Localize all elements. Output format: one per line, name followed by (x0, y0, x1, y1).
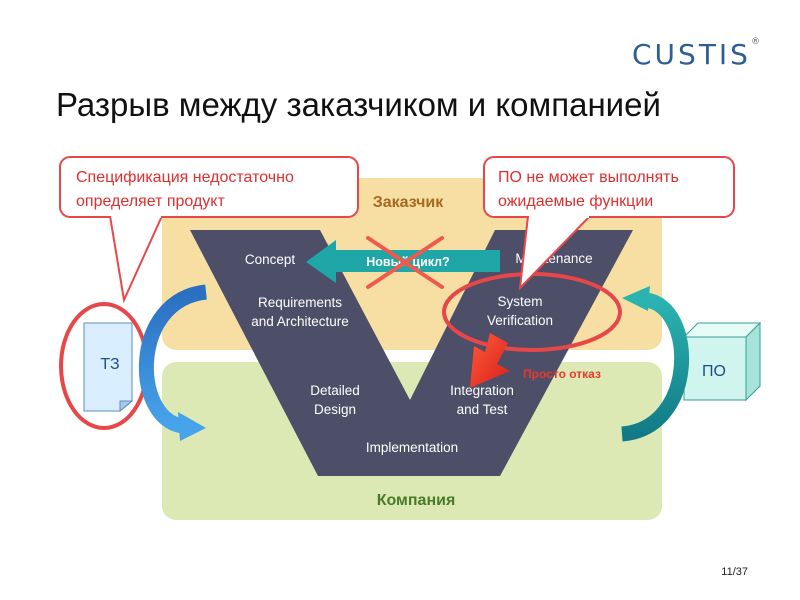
v-model-shape (190, 230, 633, 476)
handoff-arrow-left (138, 284, 208, 441)
software-cube-label: ПО (702, 363, 726, 380)
refusal-label: Просто отказ (523, 367, 601, 381)
registered-mark: ® (750, 36, 760, 47)
refusal-arrow (470, 333, 510, 388)
right-callout-box (483, 156, 735, 218)
detailed-design-label-1: Detailed (310, 383, 360, 398)
detailed-design-label-2: Design (314, 402, 356, 417)
integration-label-1: Integration (450, 383, 514, 398)
implementation-label: Implementation (366, 440, 458, 455)
left-callout-line-1: Спецификация недостаточно (76, 169, 294, 186)
requirements-label-1: Requirements (258, 295, 342, 310)
cross-out-mark (366, 236, 444, 289)
software-cube-icon (682, 321, 762, 402)
logo-text: CUSTIS (632, 38, 751, 71)
left-callout-line-2: определяет продукт (76, 193, 225, 210)
page-number: 11/37 (721, 566, 748, 578)
system-verification-label-1: System (497, 294, 542, 309)
handoff-arrow-right (620, 286, 690, 442)
right-callout-line-1: ПО не может выполнять (498, 169, 679, 186)
right-callout-line-2: ожидаемые функции (498, 193, 653, 210)
slide-title: Разрыв между заказчиком и компанией (56, 86, 661, 123)
requirements-label-2: and Architecture (251, 314, 349, 329)
company-zone-label: Компания (377, 492, 456, 509)
integration-label-2: and Test (457, 402, 508, 417)
spec-document-label: ТЗ (100, 356, 119, 373)
customer-zone-label: Заказчик (373, 194, 444, 211)
left-callout-seam (111, 212, 161, 218)
system-verification-label-2: Verification (487, 313, 553, 328)
left-callout-box (59, 156, 359, 218)
left-callout-tail (108, 215, 164, 304)
spec-document-icon (83, 322, 134, 413)
right-callout-seam (529, 212, 589, 218)
concept-label: Concept (245, 252, 296, 267)
custis-logo: CUSTIS® (632, 36, 760, 71)
